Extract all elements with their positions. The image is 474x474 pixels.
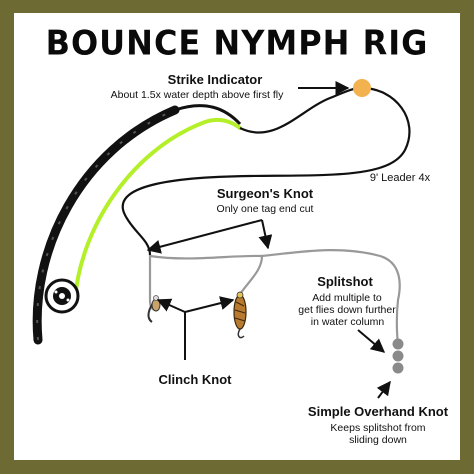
surgeons-knot-label: Surgeon's Knot xyxy=(216,186,314,201)
fishing-reel-icon xyxy=(44,278,80,314)
tippet-line-3 xyxy=(261,249,401,345)
splitshot-subtitle-2: get flies down further xyxy=(298,304,396,316)
splitshot-subtitle-3: in water column xyxy=(310,316,385,328)
clinch-knot-arrows xyxy=(156,296,235,360)
simple-overhand-knot-label: Simple Overhand Knot xyxy=(307,404,449,419)
clinch-knot-label: Clinch Knot xyxy=(158,372,232,387)
strike-indicator-icon xyxy=(353,79,371,97)
arrow-icon xyxy=(146,81,391,399)
fly-rod-icon xyxy=(32,104,242,345)
simple-overhand-knot-subtitle-2: sliding down xyxy=(349,434,407,446)
nymph-fly-icon-2 xyxy=(233,291,247,339)
simple-overhand-knot-subtitle-1: Keeps splitshot from xyxy=(330,422,426,434)
diagram-title: BOUNCE NYMPH RIG xyxy=(45,23,429,63)
tippet-line-2 xyxy=(149,254,264,295)
strike-indicator-subtitle: About 1.5x water depth above first fly xyxy=(110,89,284,101)
leader-line xyxy=(121,86,411,256)
surgeons-knot-subtitle: Only one tag end cut xyxy=(216,203,314,215)
splitshot-label: Splitshot xyxy=(317,274,373,289)
leader-label: 9' Leader 4x xyxy=(369,172,431,184)
strike-indicator-label: Strike Indicator xyxy=(167,72,263,87)
fly-line xyxy=(73,117,242,302)
splitshot-subtitle-1: Add multiple to xyxy=(312,292,382,304)
splitshot-weight-icon xyxy=(392,338,404,374)
